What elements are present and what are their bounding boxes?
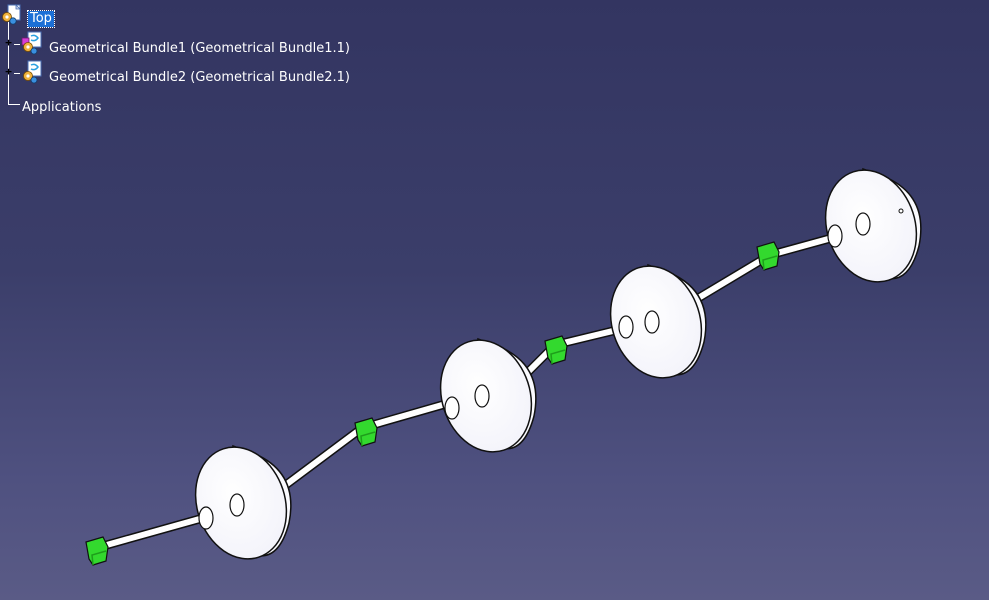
wheel-3[interactable]: [597, 254, 716, 390]
wheel-1[interactable]: [182, 435, 301, 571]
expand-bundle2-icon[interactable]: +: [5, 65, 12, 78]
tree-connector-bundle1: [14, 44, 20, 45]
wheel-4[interactable]: [812, 158, 931, 294]
clip-4[interactable]: [756, 241, 780, 271]
geometrical-bundle-icon[interactable]: [19, 60, 45, 84]
tree-connector-bundle2: [14, 73, 20, 74]
clip-2[interactable]: [354, 417, 378, 447]
clip-1[interactable]: [85, 536, 109, 566]
tree-root-top[interactable]: Top: [27, 10, 55, 28]
tree-connector-vertical: [8, 22, 9, 104]
tree-item-geometrical-bundle1[interactable]: Geometrical Bundle1 (Geometrical Bundle1…: [49, 41, 350, 56]
tree-item-geometrical-bundle2[interactable]: Geometrical Bundle2 (Geometrical Bundle2…: [49, 70, 350, 85]
product-icon[interactable]: [1, 4, 25, 26]
specification-tree: Top + Geometrical Bundle1 (Geometrical B…: [0, 0, 350, 120]
wheel-2[interactable]: [427, 328, 546, 464]
geometrical-bundle-icon[interactable]: [19, 31, 45, 55]
expand-bundle1-icon[interactable]: +: [5, 36, 12, 49]
tree-connector-applications: [8, 104, 20, 105]
tree-item-applications[interactable]: Applications: [22, 100, 102, 115]
clip-3[interactable]: [544, 335, 568, 365]
